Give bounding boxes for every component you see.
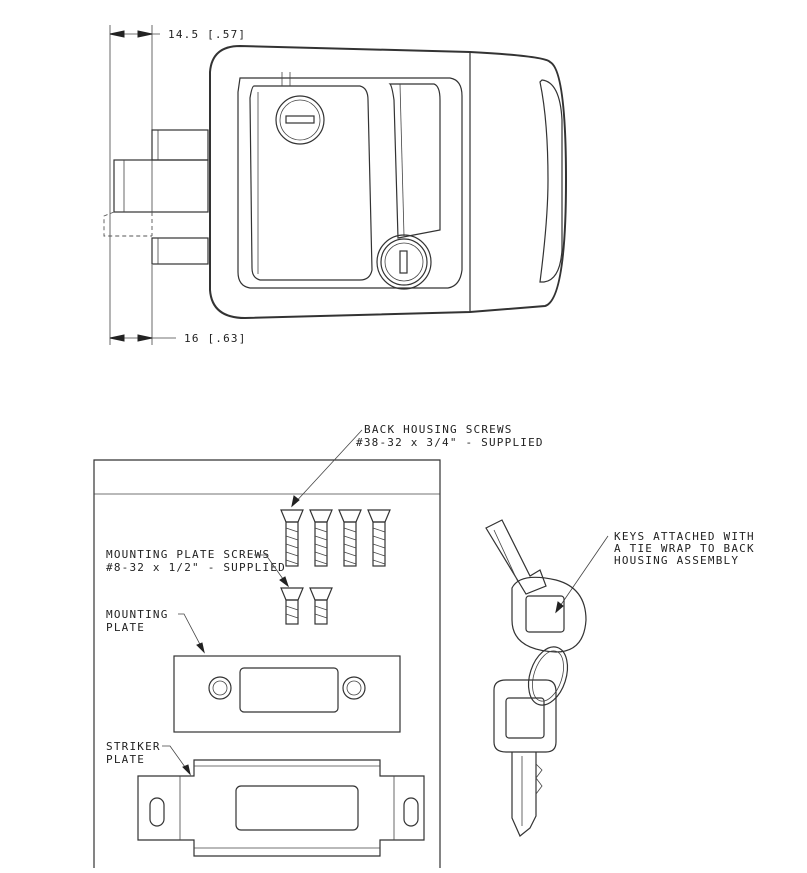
mounting-plate-screws-label-1: MOUNTING PLATE SCREWS [106,548,270,561]
dimension-top-label: 14.5 [.57] [168,28,246,41]
mounting-plate-callout: MOUNTING PLATE [106,608,205,654]
screw [280,587,304,625]
mounting-plate-screws-label-2: #8-32 x 1/2" - SUPPLIED [106,561,286,574]
latch-bolt [103,129,209,265]
striker-plate-label-1: STRIKER [106,740,161,753]
striker-plate-label-2: PLATE [106,753,145,766]
screw [280,509,304,567]
keys [485,519,587,837]
keys-callout: KEYS ATTACHED WITH A TIE WRAP TO BACK HO… [555,530,755,614]
screw [309,509,333,567]
mounting-plate-label-1: MOUNTING [106,608,169,621]
back-housing-screws-label-1: BACK HOUSING SCREWS [364,423,513,436]
mounting-plate-screws-callout: MOUNTING PLATE SCREWS #8-32 x 1/2" - SUP… [106,548,289,588]
dimension-top: 14.5 [.57] [109,25,246,345]
keys-label-2: A TIE WRAP TO BACK [614,542,755,555]
keys-label-1: KEYS ATTACHED WITH [614,530,755,543]
back-housing-screws-callout: BACK HOUSING SCREWS #38-32 x 3/4" - SUPP… [291,423,544,508]
key-upper [485,519,587,653]
lock-housing [209,44,568,320]
mounting-plate [173,655,401,733]
parts-panel [93,459,441,868]
screw [309,587,333,625]
dimension-bottom-label: 16 [.63] [184,332,247,345]
mounting-plate-label-2: PLATE [106,621,145,634]
latch-assembly: 14.5 [.57] 16 [.63] [103,25,568,345]
dimension-bottom: 16 [.63] [109,265,247,345]
keys-label-3: HOUSING ASSEMBLY [614,554,739,567]
mounting-plate-screws [280,587,333,625]
back-housing-screws-label-2: #38-32 x 3/4" - SUPPLIED [356,436,544,449]
screw [338,509,362,567]
key-lower [493,679,557,837]
back-housing-screws [280,509,391,567]
screw [367,509,391,567]
striker-plate-callout: STRIKER PLATE [106,740,191,776]
striker-plate [137,759,425,857]
